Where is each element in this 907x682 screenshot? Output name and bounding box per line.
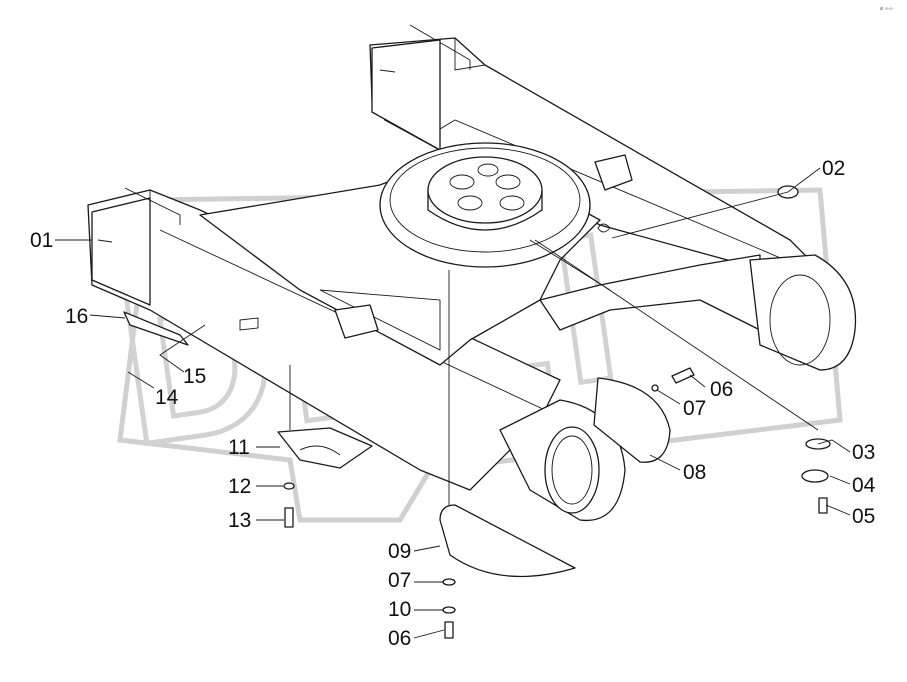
callout-02: 02 (822, 157, 845, 180)
callout-07-upper: 07 (683, 397, 706, 420)
callout-15: 15 (183, 365, 206, 388)
bolt-part-13 (284, 507, 294, 528)
callout-11: 11 (228, 436, 250, 459)
callout-03: 03 (852, 441, 875, 464)
bolt-part-06-upper (671, 367, 695, 384)
callout-09: 09 (388, 540, 411, 563)
washer-part-07-lower (442, 578, 456, 586)
callout-16: 16 (65, 305, 88, 328)
side-guide-part-16 (123, 311, 189, 346)
callout-05: 05 (852, 505, 875, 528)
callout-04: 04 (852, 474, 876, 497)
washer-part-10 (442, 606, 456, 614)
corner-mark: ø ∞∞ (880, 6, 893, 12)
callout-10: 10 (388, 598, 411, 621)
callout-labels: 01 02 03 04 05 06 07 08 09 07 10 06 11 1… (30, 157, 876, 650)
car-body-frame (87, 24, 857, 522)
callout-06-upper: 06 (710, 378, 733, 401)
callout-06-lower: 06 (388, 627, 411, 650)
callout-07-lower: 07 (388, 569, 411, 592)
loose-parts (123, 185, 831, 639)
callout-13: 13 (228, 509, 251, 532)
bottom-plate-part-09 (439, 504, 576, 578)
washer-part-07-upper (651, 384, 659, 392)
callout-01: 01 (30, 229, 53, 252)
cover-plate-part-08 (593, 377, 671, 463)
callout-08: 08 (683, 461, 706, 484)
callout-14: 14 (155, 386, 179, 409)
washer-part-04 (801, 469, 829, 483)
clamp-part-11 (277, 427, 373, 469)
bolt-part-06-lower (444, 621, 454, 639)
bolt-part-05 (818, 497, 828, 514)
callout-12: 12 (228, 475, 251, 498)
leader-lines (55, 167, 851, 639)
washer-part-12 (283, 482, 295, 490)
